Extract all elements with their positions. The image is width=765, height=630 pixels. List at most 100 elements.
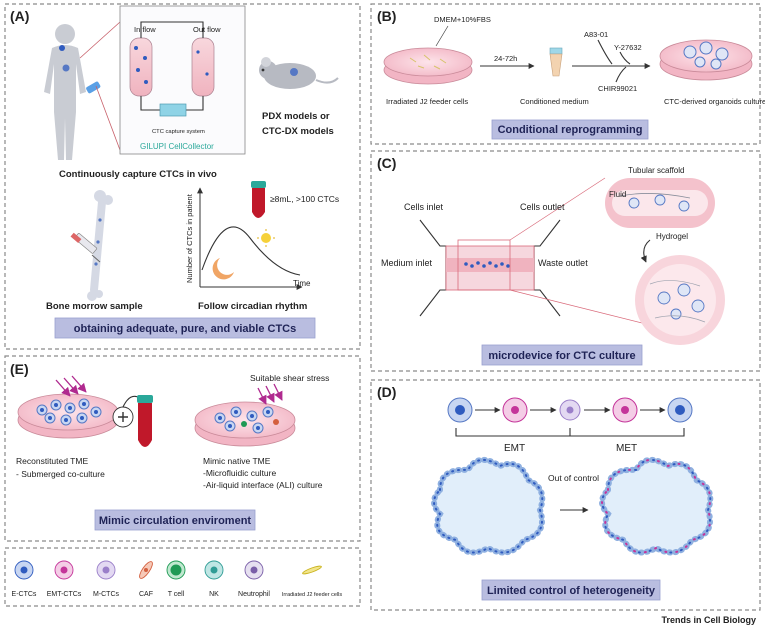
tumor-site-2 [62, 64, 70, 72]
right-line2: -Microfluidic culture [203, 468, 276, 478]
flow-loop-bottom [140, 96, 204, 111]
syringe-icon [70, 232, 101, 263]
circadian-y-label: Number of CTCs in patient [185, 193, 194, 283]
left-dish [17, 393, 119, 439]
tumor-site [59, 45, 65, 51]
bone-icon [87, 190, 113, 301]
device-cells [464, 261, 510, 268]
legend-item: Irradiated J2 feeder cells [282, 565, 342, 598]
out-of-control-label: Out of control [548, 473, 599, 483]
legend-item: M-CTCs [93, 560, 120, 598]
bone-caption: Bone morrow sample [46, 301, 143, 312]
emt-label: EMT [504, 443, 525, 454]
right-dish-arrows [257, 383, 283, 405]
transition-cells [447, 397, 693, 423]
legend-label: NK [209, 591, 219, 598]
capture-caption: Continuously capture CTCs in vivo [59, 169, 217, 180]
zoom-box [457, 239, 511, 291]
panel-b-border [370, 3, 761, 145]
a83-label: A83-01 [584, 30, 608, 39]
feeder-cell-icon [302, 565, 322, 575]
left-dish-arrows [55, 375, 87, 397]
right-dish [194, 401, 296, 447]
legend-label: Neutrophil [238, 591, 270, 598]
device-left-walls [419, 219, 447, 317]
panel-b-label: (B) [377, 8, 396, 24]
circadian-x-label: Time [293, 279, 311, 288]
chir-pointer [615, 66, 627, 83]
shear-label: Suitable shear stress [250, 373, 329, 383]
device-channel [446, 258, 534, 272]
emt-bracket [455, 428, 571, 437]
mouse-icon [259, 57, 339, 89]
right-line3: -Air-liquid interface (ALI) culture [203, 480, 323, 490]
panel-c-banner-text: microdevice for CTC culture [488, 350, 635, 362]
legend-label: Irradiated J2 feeder cells [282, 592, 342, 598]
circadian-curve [201, 226, 301, 276]
e-ctc-nucleus [20, 566, 28, 574]
cells-inlet-label: Cells inlet [404, 202, 444, 212]
panel-c-label: (C) [377, 155, 396, 171]
y27632-label: Y-27632 [614, 43, 642, 52]
inflow-tube [129, 37, 153, 97]
panel-e-banner-text: Mimic circulation enviroment [99, 515, 252, 527]
panel-a-border [4, 3, 361, 350]
legend-item: NK [204, 560, 224, 598]
zoom-line-c1 [509, 177, 606, 241]
tubular-label: Tubular scaffold [628, 166, 684, 175]
legend-label: E-CTCs [12, 591, 37, 598]
legend-item: Neutrophil [238, 560, 270, 598]
panel-b-banner-text: Conditional reprogramming [498, 124, 643, 136]
circadian-graph: Number of CTCs in patient Time [185, 187, 311, 290]
e-blood-tube-icon [137, 395, 153, 447]
capture-chip [159, 103, 187, 117]
blood-volume-label: ≥8mL, >100 CTCs [270, 194, 339, 204]
a83-pointer [597, 39, 613, 65]
panel-c: (C) Cells inlet Cells outlet Medium inle… [370, 150, 761, 372]
medium-label: DMEM+10%FBS [434, 15, 491, 24]
hydrogel-inset [635, 255, 725, 345]
panel-e-label: (E) [10, 361, 29, 377]
moon-icon [212, 258, 234, 280]
legend-item: CAF [139, 561, 153, 598]
sun-icon [257, 229, 275, 247]
panel-a-banner-text: obtaining adequate, pure, and viable CTC… [74, 323, 296, 335]
conditioned-label: Conditioned medium [520, 97, 589, 106]
outflow-label: Out flow [193, 25, 221, 34]
cellcollector-wire [86, 81, 101, 94]
legend-label: M-CTCs [93, 591, 120, 598]
capture-system-label: CTC capture system [152, 129, 205, 135]
legend-label: T cell [168, 591, 185, 598]
organoid-label: CTC-derived organoids culture [664, 97, 765, 106]
inflow-label: In flow [134, 25, 156, 34]
panel-d: (D) EMT MET Out of control Limited contr [370, 379, 761, 611]
panel-e: (E) Reconstituted TME - S [4, 355, 361, 542]
tubular-scaffold [605, 178, 715, 228]
panel-c-banner [481, 344, 643, 366]
patient-silhouette [44, 24, 86, 160]
m-ctc-nucleus [102, 566, 110, 574]
medium-inlet-label: Medium inlet [381, 258, 433, 268]
met-bracket [570, 428, 685, 437]
zoom-line-2 [95, 85, 121, 151]
plus-sign [118, 412, 128, 422]
panel-b-banner [491, 119, 649, 140]
time-label: 24-72h [494, 54, 517, 63]
cells-outlet-label: Cells outlet [520, 202, 565, 212]
emt-ctc-nucleus [60, 566, 68, 574]
t-cell-nucleus [170, 564, 182, 576]
panel-a: (A) In flow Out flow CTC capture system … [4, 3, 361, 350]
panel-b: (B) DMEM+10%FBS Irradiated J2 feeder cel… [370, 3, 765, 145]
nk-nucleus [210, 566, 218, 574]
outflow-tube [191, 37, 215, 97]
neutrophil-nucleus [250, 566, 258, 574]
journal-footer: Trends in Cell Biology [661, 615, 756, 625]
pdx-line2: CTC-DX models [262, 126, 334, 137]
fluid-label: Fluid [609, 190, 626, 199]
medium-pointer [435, 25, 449, 47]
legend-label: CAF [139, 591, 153, 598]
legend-item: EMT-CTCs [47, 560, 82, 598]
panel-d-banner [481, 579, 661, 601]
